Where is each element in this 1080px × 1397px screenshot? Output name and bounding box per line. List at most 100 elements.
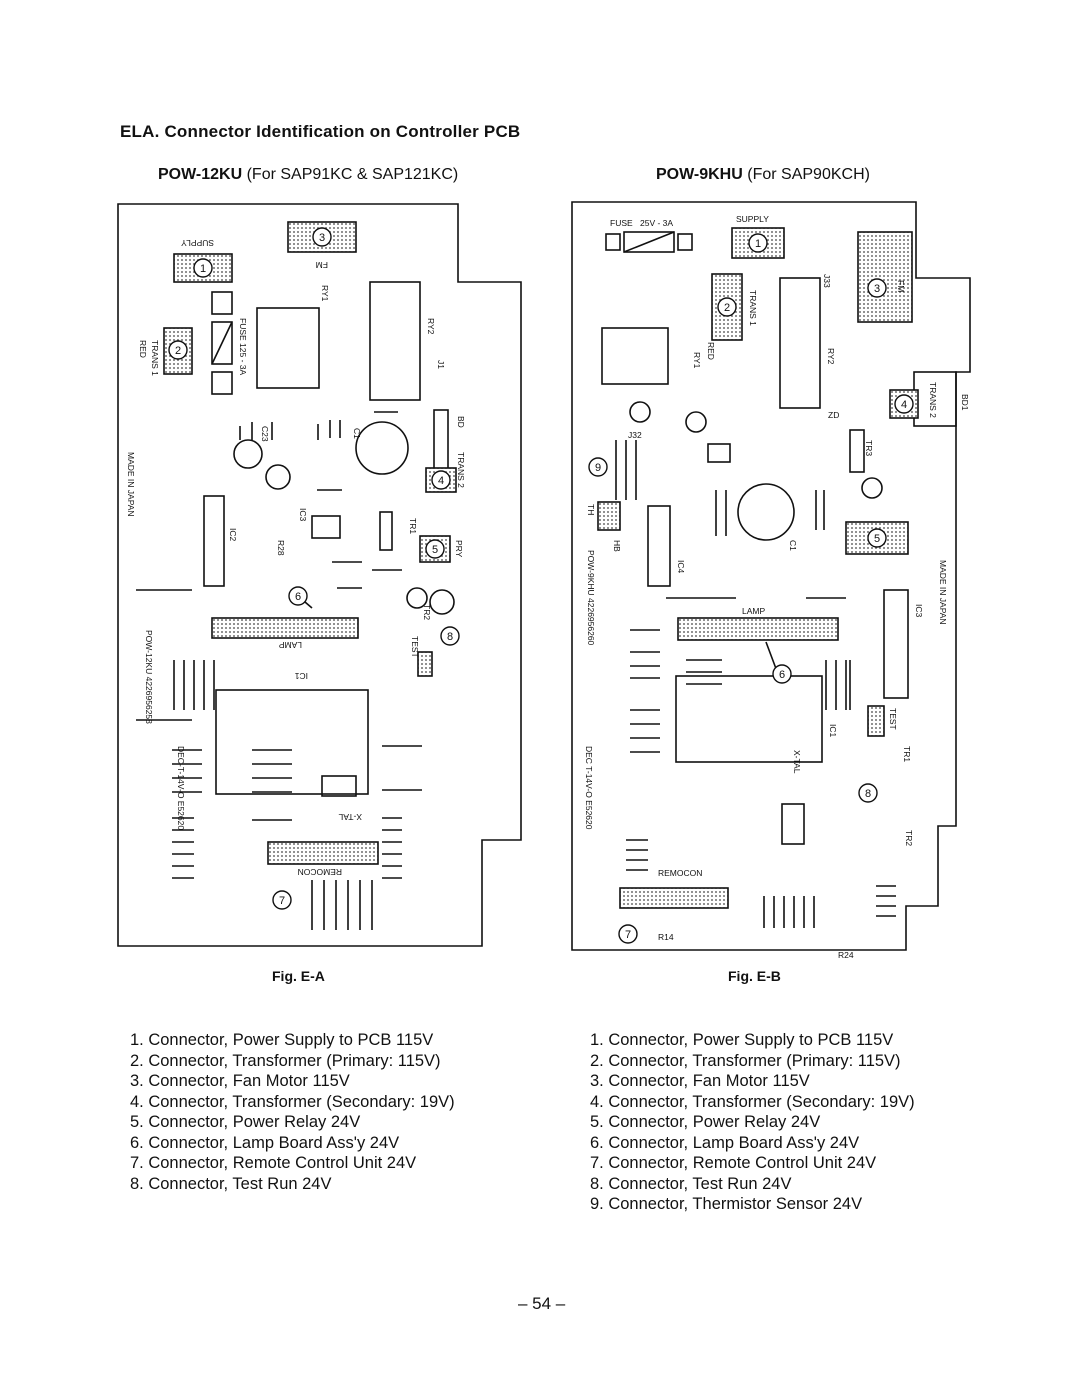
marker-number: 6 — [295, 591, 301, 603]
label-tr2: TR2 — [904, 830, 914, 846]
connector-9 — [597, 501, 621, 531]
label-fuse: FUSE 125 - 3A — [238, 318, 248, 375]
figure-caption-b: Fig. E-B — [728, 968, 781, 984]
connector-7 — [267, 841, 379, 865]
label-tr2: TR2 — [422, 604, 432, 620]
label-tr1: TR1 — [408, 518, 418, 534]
label-r14: R14 — [658, 932, 674, 942]
label-xtal: X-TAL — [792, 750, 802, 774]
legend-item: 2. Connector, Transformer (Primary: 115V… — [130, 1051, 441, 1070]
label-made-in: MADE IN JAPAN — [938, 560, 948, 625]
marker-circle — [588, 457, 608, 477]
connector-6 — [677, 617, 839, 641]
marker-number: 7 — [279, 895, 285, 907]
label-tr3: TR3 — [864, 440, 874, 456]
marker-number: 7 — [625, 929, 631, 941]
label-fm: FM — [316, 260, 328, 270]
marker-number: 1 — [755, 238, 761, 250]
label-ic1: IC1 — [828, 724, 838, 738]
label-j1: J1 — [436, 360, 446, 369]
marker-circle — [272, 890, 292, 910]
marker-number: 3 — [319, 232, 325, 244]
board-a-title: POW-12KU (For SAP91KC & SAP121KC) — [158, 166, 458, 184]
legend-item: 7. Connector, Remote Control Unit 24V — [130, 1154, 417, 1172]
marker-circle — [168, 340, 188, 360]
marker-number: 8 — [865, 788, 871, 800]
label-r24: R24 — [838, 950, 854, 960]
label-trans2: TRANS 2 — [456, 452, 466, 488]
label-c1: C1 — [352, 428, 362, 439]
label-fuse-rating: 25V - 3A — [640, 218, 673, 228]
label-ry1: RY1 — [320, 285, 330, 302]
label-bd1: BD1 — [960, 394, 970, 411]
label-ic4: IC4 — [676, 560, 686, 574]
label-lamp: LAMP — [742, 606, 765, 616]
label-tr1: TR1 — [902, 746, 912, 762]
legend-item: 5. Connector, Power Relay 24V — [130, 1113, 361, 1131]
marker-circle — [867, 528, 887, 548]
label-bd: BD — [456, 416, 466, 428]
marker-number: 6 — [779, 669, 785, 681]
legend-item: 8. Connector, Test Run 24V — [130, 1174, 332, 1193]
label-hb: HB — [612, 540, 622, 552]
legend-item: 6. Connector, Lamp Board Ass'y 24V — [590, 1133, 860, 1152]
marker-circle — [867, 278, 887, 298]
legend-item: 4. Connector, Transformer (Secondary: 19… — [590, 1092, 915, 1111]
section-heading: ELA. Connector Identification on Control… — [120, 122, 521, 141]
marker-circle — [748, 233, 768, 253]
marker-circle — [431, 470, 451, 490]
label-part-no: POW-9KHU 4226956260 — [586, 550, 596, 646]
marker-number: 4 — [901, 399, 907, 411]
legend-item: 9. Connector, Thermistor Sensor 24V — [590, 1195, 863, 1213]
page-number: – 54 – — [518, 1294, 566, 1313]
label-c23: C23 — [260, 426, 270, 442]
legend-item: 4. Connector, Transformer (Secondary: 19… — [130, 1092, 455, 1111]
marker-number: 4 — [438, 475, 444, 487]
marker-circle — [312, 227, 332, 247]
ic3 — [311, 515, 341, 539]
relay-ry1 — [256, 307, 320, 389]
marker-number: 5 — [432, 544, 438, 556]
label-trans1: TRANS 1 — [748, 290, 758, 326]
label-r28: R28 — [276, 540, 286, 556]
label-remocon: REMOCON — [658, 868, 702, 878]
legend-item: 8. Connector, Test Run 24V — [590, 1174, 792, 1193]
label-supply: SUPPLY — [181, 238, 214, 248]
marker-number: 2 — [175, 345, 181, 357]
legend-item: 5. Connector, Power Relay 24V — [590, 1113, 821, 1131]
marker-circle — [772, 664, 792, 684]
label-supply: SUPPLY — [736, 214, 769, 224]
markers-a: 1 2 3 4 5 6 7 8 — [168, 227, 460, 910]
label-made-in: MADE IN JAPAN — [126, 452, 136, 517]
label-lamp: LAMP — [279, 640, 302, 650]
marker-circle — [618, 924, 638, 944]
label-fuse: FUSE — [610, 218, 633, 228]
ic1 — [215, 689, 369, 795]
label-trans1: TRANS 1 — [150, 340, 160, 376]
label-dec: DEC-T-14V-O E52620 — [176, 746, 186, 830]
board-b-title: POW-9KHU (For SAP90KCH) — [656, 166, 870, 184]
relay-ry2 — [779, 277, 821, 409]
marker-circle — [858, 783, 878, 803]
marker-circle — [193, 258, 213, 278]
label-xtal: X-TAL — [338, 812, 362, 822]
label-ic2: IC2 — [228, 528, 238, 542]
label-ry2: RY2 — [426, 318, 436, 335]
label-pry: PRY — [454, 540, 464, 558]
label-j33: J33 — [822, 274, 832, 288]
connector-7 — [619, 887, 729, 909]
label-fm: FM — [896, 280, 906, 292]
legend-item: 3. Connector, Fan Motor 115V — [590, 1072, 810, 1090]
marker-number: 1 — [200, 263, 206, 275]
label-remocon: REMOCON — [298, 867, 342, 877]
label-dec: DEC T-14V-O E52620 — [584, 746, 594, 830]
legend-item: 6. Connector, Lamp Board Ass'y 24V — [130, 1133, 400, 1152]
marker-number: 8 — [447, 631, 453, 643]
marker-circle — [288, 586, 308, 606]
marker-number: 3 — [874, 283, 880, 295]
label-j32: J32 — [628, 430, 642, 440]
